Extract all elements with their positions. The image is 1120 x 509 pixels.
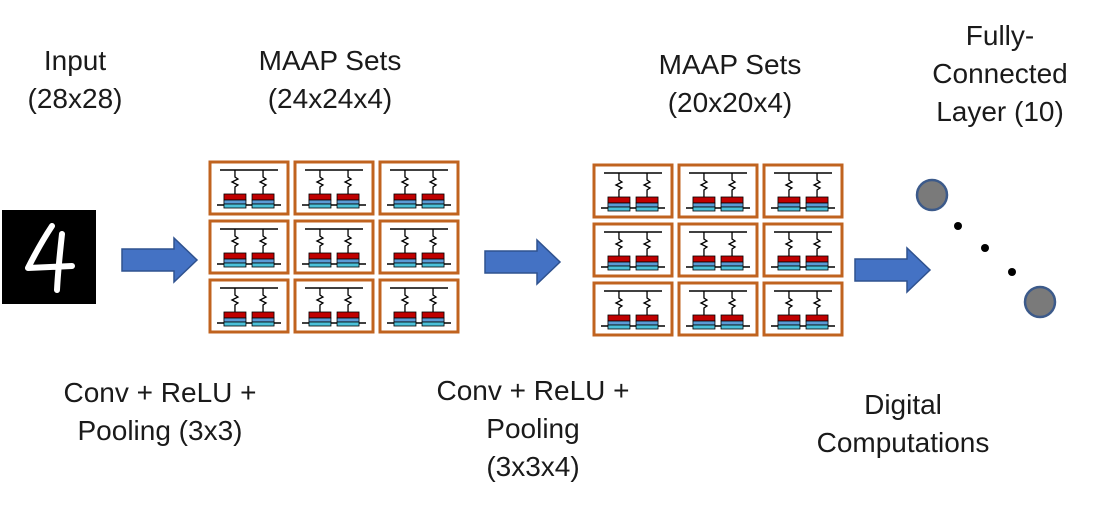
maap-cell-icon xyxy=(762,281,844,337)
maap-cell-icon xyxy=(293,160,375,216)
neuron-node-icon xyxy=(1023,285,1057,319)
fully-connected-nodes xyxy=(915,178,1057,319)
conv-relu-pooling-1-label: Conv + ReLU + Pooling (3x3) xyxy=(63,377,257,446)
maap-cell-icon xyxy=(677,163,759,219)
maap-cell-icon xyxy=(762,222,844,278)
digital-computations-label: Digital Computations xyxy=(816,389,990,458)
maap-cell-icon xyxy=(293,219,375,275)
ellipsis-dot xyxy=(981,244,989,252)
maap-cell-icon xyxy=(378,160,460,216)
maap-sets-grid-1 xyxy=(208,160,460,334)
input-label: Input (28x28) xyxy=(27,45,123,114)
maap-cell-icon xyxy=(378,219,460,275)
input-digit-image xyxy=(2,210,96,304)
maap-cell-icon xyxy=(762,163,844,219)
right-arrow-icon xyxy=(854,246,932,294)
ellipsis-dot xyxy=(1008,268,1016,276)
maap-cell-icon xyxy=(208,219,290,275)
maap-cell-icon xyxy=(677,222,759,278)
maap-cell-icon xyxy=(592,163,674,219)
maap-sets-2-label: MAAP Sets (20x20x4) xyxy=(658,49,802,118)
maap-cell-icon xyxy=(293,278,375,334)
right-arrow-icon xyxy=(121,236,199,284)
ellipsis-dot xyxy=(954,222,962,230)
maap-cell-icon xyxy=(677,281,759,337)
maap-cell-icon xyxy=(592,281,674,337)
neuron-node-icon xyxy=(915,178,949,212)
right-arrow-icon xyxy=(484,238,562,286)
maap-cell-icon xyxy=(592,222,674,278)
maap-sets-1-label: MAAP Sets (24x24x4) xyxy=(258,45,402,114)
maap-cell-icon xyxy=(378,278,460,334)
conv-relu-pooling-2-label: Conv + ReLU + Pooling (3x3x4) xyxy=(436,375,630,482)
fully-connected-label: Fully- Connected Layer (10) xyxy=(932,20,1068,127)
maap-sets-grid-2 xyxy=(592,163,844,337)
maap-cell-icon xyxy=(208,278,290,334)
maap-cell-icon xyxy=(208,160,290,216)
